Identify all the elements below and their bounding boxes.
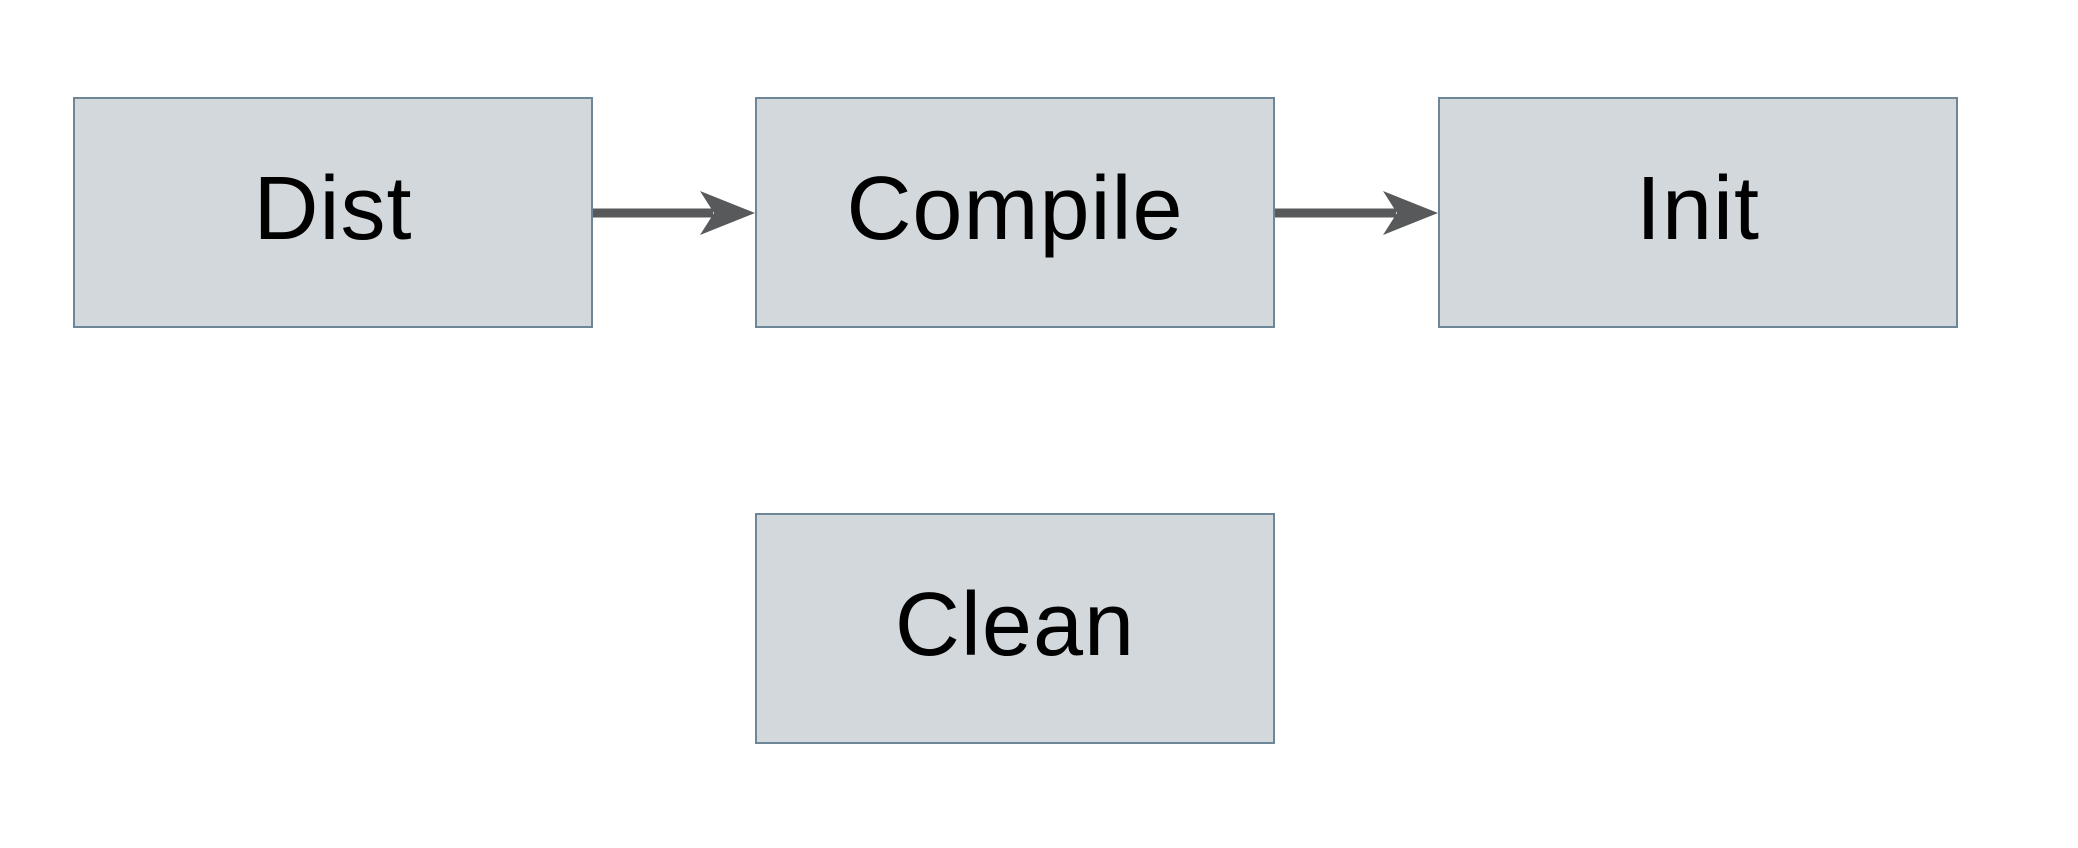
node-clean-label: Clean [894,574,1136,675]
arrow-compile-to-init [1275,187,1438,239]
right-arrow-icon [593,191,755,235]
node-init: Init [1438,97,1958,328]
node-dist-label: Dist [253,158,413,259]
node-dist: Dist [73,97,593,328]
node-clean: Clean [755,513,1275,744]
node-init-label: Init [1635,158,1761,259]
arrow-dist-to-compile [593,187,755,239]
node-compile-label: Compile [846,158,1184,259]
node-compile: Compile [755,97,1275,328]
right-arrow-icon [1275,191,1438,235]
